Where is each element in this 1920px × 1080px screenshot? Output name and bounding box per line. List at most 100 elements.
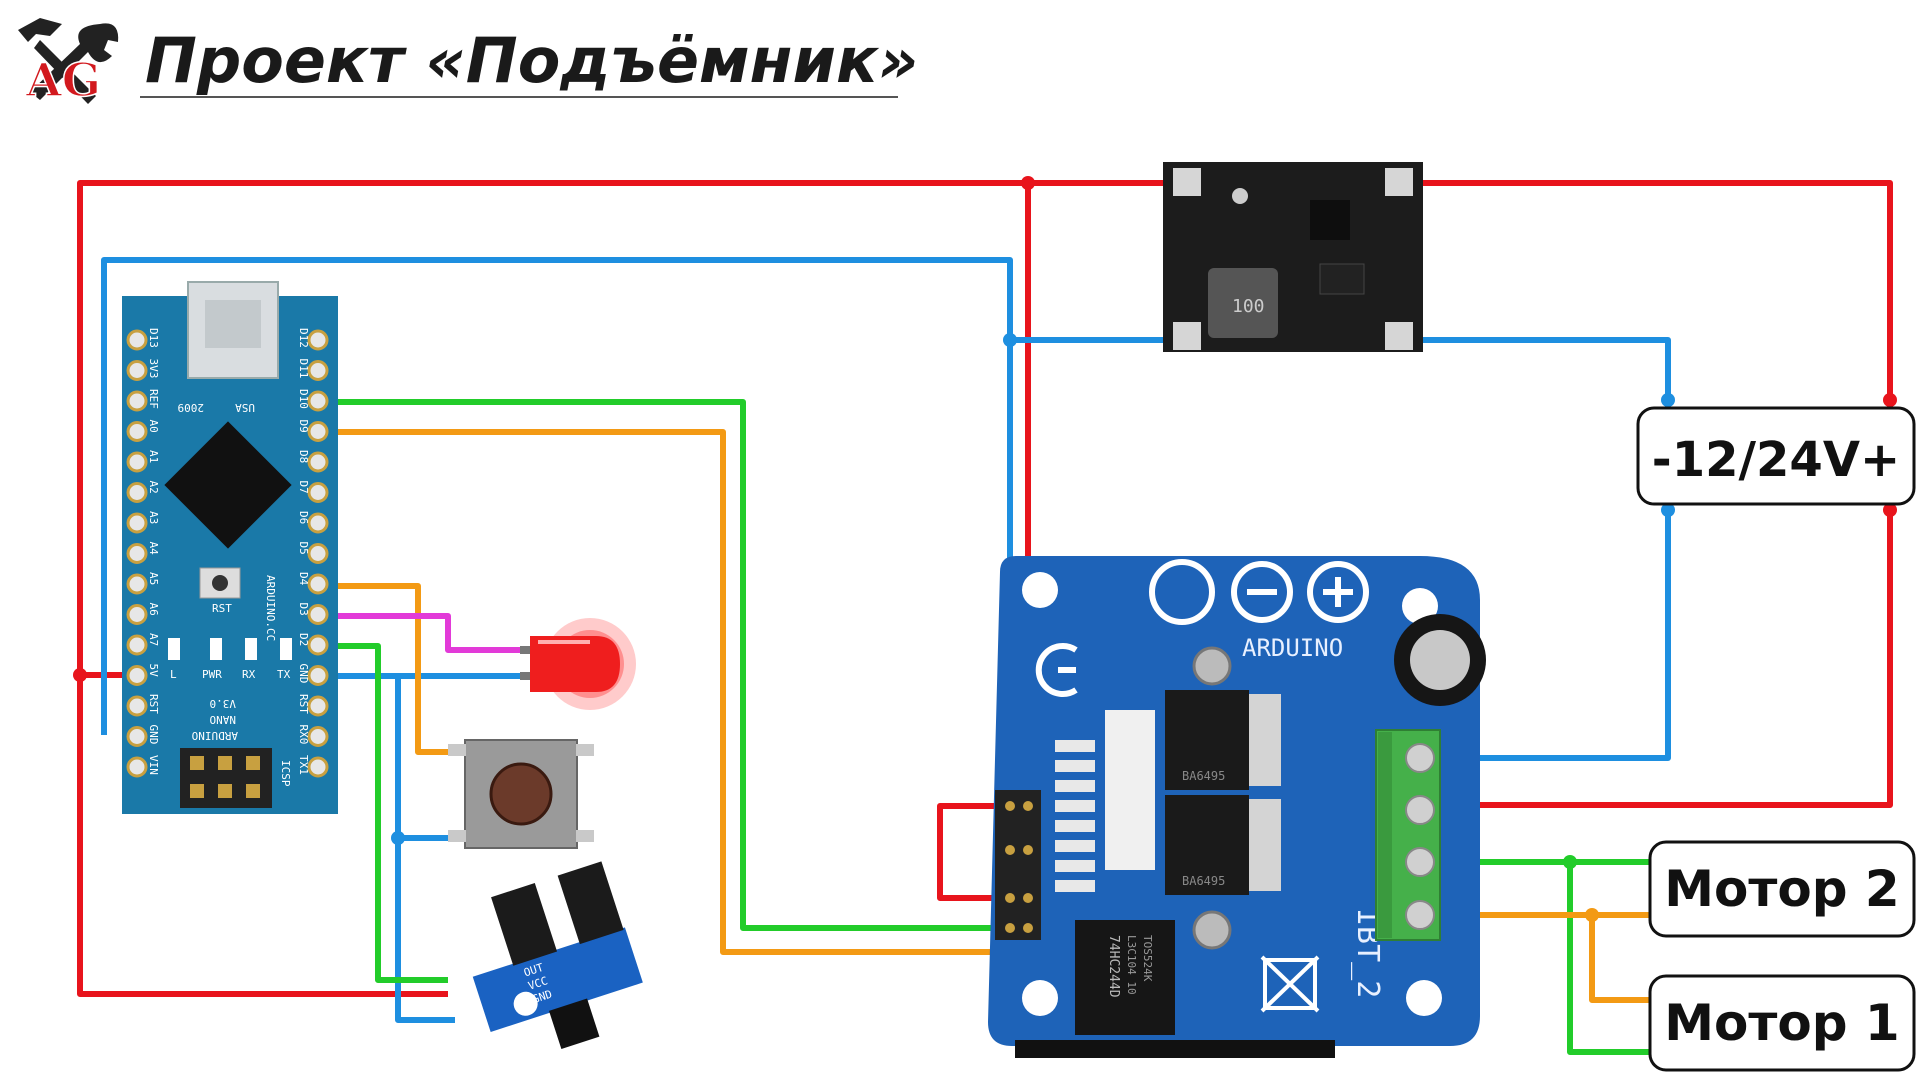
- led-label-l: L: [170, 668, 177, 681]
- icsp-label: ICSP: [279, 760, 292, 787]
- pin-left-a0: [126, 421, 148, 442]
- wire-blue-gnd-sensor: [395, 838, 455, 1023]
- screw-terminal-block: [1375, 729, 1441, 941]
- ibt2-driver[interactable]: ARDUINO BA6495 BA6495 74HC244D: [988, 556, 1486, 1058]
- wire-orange-d4-button: [318, 583, 465, 755]
- optical-sensor[interactable]: OUT VCC GND: [451, 861, 654, 1068]
- mosfet-u3: BA6495: [1165, 795, 1281, 895]
- pin-label-right-d7: D7: [297, 481, 310, 494]
- motor-1-label: Мотор 1: [1664, 994, 1899, 1052]
- pin-right-d5: [307, 543, 329, 564]
- year-label: 2009: [178, 401, 205, 414]
- led-label-rx: RX: [242, 668, 256, 681]
- pin-right-d7: [307, 482, 329, 503]
- board-label-2: NANO: [210, 713, 237, 726]
- board-label-1: ARDUINO: [192, 729, 238, 742]
- dc-dc-regulator[interactable]: 100: [1163, 162, 1423, 352]
- usb-label: USA: [235, 401, 255, 414]
- red-led[interactable]: [520, 618, 636, 710]
- pin-label-right-rx0: RX0: [297, 725, 310, 745]
- board-label-3: V3.0: [210, 697, 237, 710]
- pin-label-left-gnd: GND: [147, 725, 160, 745]
- wire-red-5v-to-sensor: [77, 675, 448, 997]
- pin-right-rx0: [307, 726, 329, 747]
- motor-2-label: Мотор 2: [1664, 860, 1899, 918]
- pin-right-d2: [307, 634, 329, 656]
- mosfet-u2: BA6495: [1165, 690, 1281, 790]
- wire-green-d2-sensor: [318, 643, 448, 983]
- mosfet-u2-text: BA6495: [1182, 769, 1225, 783]
- ibt2-brand: ARDUINO: [1242, 634, 1343, 662]
- pin-label-left-a1: A1: [147, 450, 160, 463]
- pin-label-left-a0: A0: [147, 420, 160, 433]
- weee-icon: [1260, 955, 1320, 1013]
- pin-label-right-tx1: TX1: [297, 755, 310, 775]
- pin-right-d11: [307, 360, 329, 381]
- pin-right-gnd: [307, 665, 329, 686]
- pin-label-right-d8: D8: [297, 450, 310, 463]
- pin-left-gnd: [126, 726, 148, 747]
- pin-left-vin: [126, 756, 148, 778]
- pin-left-a6: [126, 604, 148, 625]
- pin-right-d12: [307, 329, 329, 351]
- pin-label-right-d2: D2: [297, 633, 310, 646]
- pin-left-d13: [126, 329, 148, 351]
- pin-right-d10: [307, 390, 329, 412]
- mosfet-u3-text: BA6495: [1182, 874, 1225, 888]
- power-label: -12/24V+: [1652, 432, 1900, 488]
- motor-2-label-box: Мотор 2: [1648, 840, 1916, 938]
- pin-label-right-d11: D11: [297, 359, 310, 379]
- led-label-pwr: PWR: [202, 668, 222, 681]
- pin-label-left-a2: A2: [147, 481, 160, 494]
- wire-green-motor2: [1440, 859, 1650, 1055]
- button-cap[interactable]: [489, 762, 553, 826]
- pin-left-5v: [126, 665, 148, 686]
- arduino-pcb: [122, 296, 338, 814]
- pin-left-a7: [126, 634, 148, 656]
- wire-blue-gnd-power: [1420, 337, 1671, 761]
- tactile-button[interactable]: [448, 739, 594, 849]
- inductor: [1208, 268, 1278, 338]
- mcu-chip: [164, 421, 292, 549]
- pin-label-left-rst: RST: [147, 694, 160, 714]
- arduino-nano[interactable]: USA 2009 RST ARDUINO.CC L PWR RX TX ARDU…: [122, 281, 338, 814]
- capacitor: [1394, 614, 1486, 706]
- logic-chip: 74HC244D L3C104 10 TOS524K: [1075, 920, 1175, 1035]
- power-supply-label-box: -12/24V+: [1636, 406, 1916, 506]
- pin-label-right-d6: D6: [297, 511, 310, 524]
- wire-orange-motor1: [1440, 912, 1650, 1003]
- ibt2-pin-header: [995, 790, 1041, 940]
- pin-right-d9: [307, 421, 329, 442]
- pin-label-left-vin: VIN: [147, 755, 160, 775]
- junction-dots: [73, 176, 1897, 922]
- pin-label-right-d3: D3: [297, 603, 310, 616]
- resistor-array: [1055, 710, 1155, 892]
- pin-right-d4: [307, 573, 329, 595]
- pin-label-right-gnd: GND: [297, 664, 310, 684]
- motor-1-label-box: Мотор 1: [1648, 974, 1916, 1072]
- hammer-wrench-icon: [18, 18, 119, 104]
- wire-orange-d9: [318, 429, 1033, 955]
- pin-label-right-d10: D10: [297, 389, 310, 409]
- pin-left-a3: [126, 512, 148, 534]
- led-label-tx: TX: [277, 668, 291, 681]
- pin-left-3v3: [126, 360, 148, 381]
- wire-blue-gnd-top: [101, 257, 1013, 850]
- pin-label-left-3v3: 3V3: [147, 359, 160, 379]
- pin-label-left-a5: A5: [147, 572, 160, 585]
- pin-label-left-5v: 5V: [147, 664, 160, 678]
- pin-label-left-d13: D13: [147, 328, 160, 348]
- pin-left-rst: [126, 695, 148, 717]
- wires: [77, 180, 1893, 1055]
- chip-sub2: TOS524K: [1141, 935, 1154, 982]
- pin-label-left-a6: A6: [147, 603, 160, 616]
- pin-left-a4: [126, 543, 148, 564]
- sensor-label-out: OUT: [522, 961, 545, 980]
- pin-left-a1: [126, 451, 148, 473]
- regulator-marking: 100: [1232, 296, 1265, 317]
- site-label: ARDUINO.CC: [264, 575, 277, 641]
- pin-label-right-rst: RST: [297, 694, 310, 714]
- pin-label-right-d12: D12: [297, 328, 310, 348]
